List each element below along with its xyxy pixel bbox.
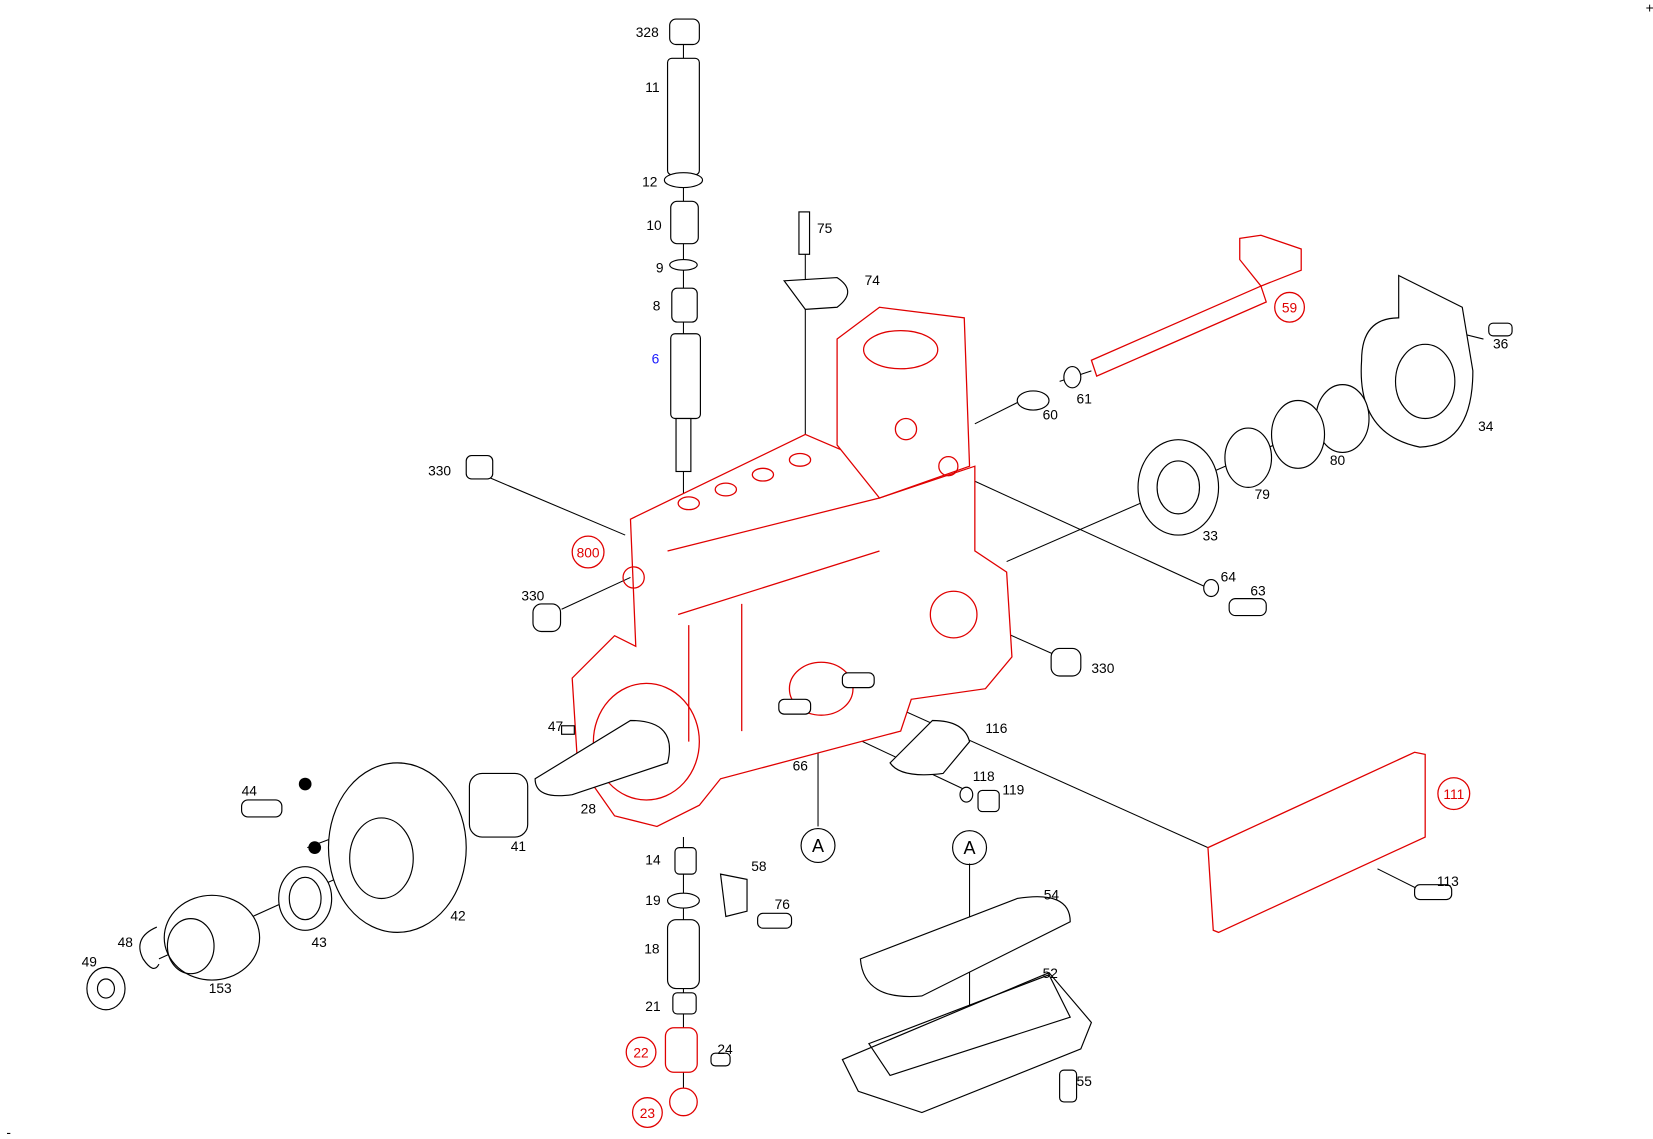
part-label[interactable]: 12 <box>642 174 657 189</box>
part-label[interactable]: 118 <box>973 769 995 784</box>
part-label[interactable]: 44 <box>242 784 258 799</box>
part-label[interactable]: 76 <box>775 897 791 912</box>
part-label[interactable]: 63 <box>1250 583 1266 598</box>
part-label[interactable]: 14 <box>645 853 661 868</box>
part-label[interactable]: 64 <box>1221 570 1237 585</box>
corner-mark: + <box>1646 1 1653 16</box>
part-label[interactable]: 74 <box>865 273 881 288</box>
part-label[interactable]: 43 <box>312 935 328 950</box>
callout-22[interactable]: 22 <box>633 1045 648 1060</box>
black-parts <box>86 18 1513 1114</box>
callout-23[interactable]: 23 <box>640 1106 656 1121</box>
part-label[interactable]: 75 <box>817 221 833 236</box>
part-label[interactable]: 10 <box>646 218 662 233</box>
part-labels: 328 11 12 10 9 8 6 75 74 330 330 330 60 … <box>82 25 1509 1089</box>
pump-housing <box>571 306 1013 828</box>
part-label[interactable]: 330 <box>1091 661 1114 676</box>
part-label[interactable]: 8 <box>653 298 661 313</box>
part-label[interactable]: 49 <box>82 954 97 969</box>
part-label[interactable]: 116 <box>985 721 1007 736</box>
corner-mark: - <box>6 1125 11 1139</box>
reference-mark-a: A <box>964 838 976 858</box>
part-label[interactable]: 153 <box>209 981 232 996</box>
cover-plate <box>1207 751 1426 934</box>
part-label[interactable]: 36 <box>1493 337 1509 352</box>
highlighted-callouts: 59 800 111 22 23 <box>571 291 1471 1128</box>
part-label[interactable]: 34 <box>1478 419 1494 434</box>
part-label[interactable]: 328 <box>636 25 659 40</box>
part-label[interactable]: 52 <box>1043 966 1058 981</box>
part-label[interactable]: 330 <box>521 589 544 604</box>
part-label[interactable]: 55 <box>1077 1074 1093 1089</box>
part-label[interactable]: 48 <box>118 935 134 950</box>
ring-23 <box>669 1087 698 1117</box>
part-label[interactable]: 54 <box>1044 888 1060 903</box>
part-label[interactable]: 9 <box>656 260 664 275</box>
part-label[interactable]: 18 <box>644 942 660 957</box>
part-label[interactable]: 33 <box>1203 528 1219 543</box>
part-label[interactable]: 113 <box>1437 874 1459 889</box>
reference-mark-a: A <box>812 836 824 856</box>
part-label[interactable]: 21 <box>645 999 660 1014</box>
part-label[interactable]: 60 <box>1043 408 1059 423</box>
part-label[interactable]: 119 <box>1002 783 1024 798</box>
part-label[interactable]: 66 <box>793 758 809 773</box>
part-label[interactable]: 61 <box>1077 392 1092 407</box>
part-label[interactable]: 42 <box>450 909 465 924</box>
sleeve-22 <box>664 1027 698 1073</box>
part-label[interactable]: 28 <box>581 802 597 817</box>
part-label[interactable]: 58 <box>751 859 767 874</box>
callout-800[interactable]: 800 <box>577 545 600 560</box>
part-label[interactable]: 24 <box>717 1042 733 1057</box>
part-label[interactable]: 79 <box>1255 487 1270 502</box>
part-label[interactable]: 80 <box>1330 453 1346 468</box>
part-label[interactable]: 11 <box>645 80 659 95</box>
part-label-selected[interactable]: 6 <box>652 351 660 366</box>
control-rod <box>1090 234 1302 377</box>
part-label[interactable]: 19 <box>645 893 660 908</box>
part-label[interactable]: 41 <box>511 839 526 854</box>
callout-59[interactable]: 59 <box>1282 301 1297 316</box>
part-label[interactable]: 47 <box>548 719 563 734</box>
callout-111[interactable]: 111 <box>1443 787 1464 802</box>
part-label[interactable]: 330 <box>428 464 451 479</box>
